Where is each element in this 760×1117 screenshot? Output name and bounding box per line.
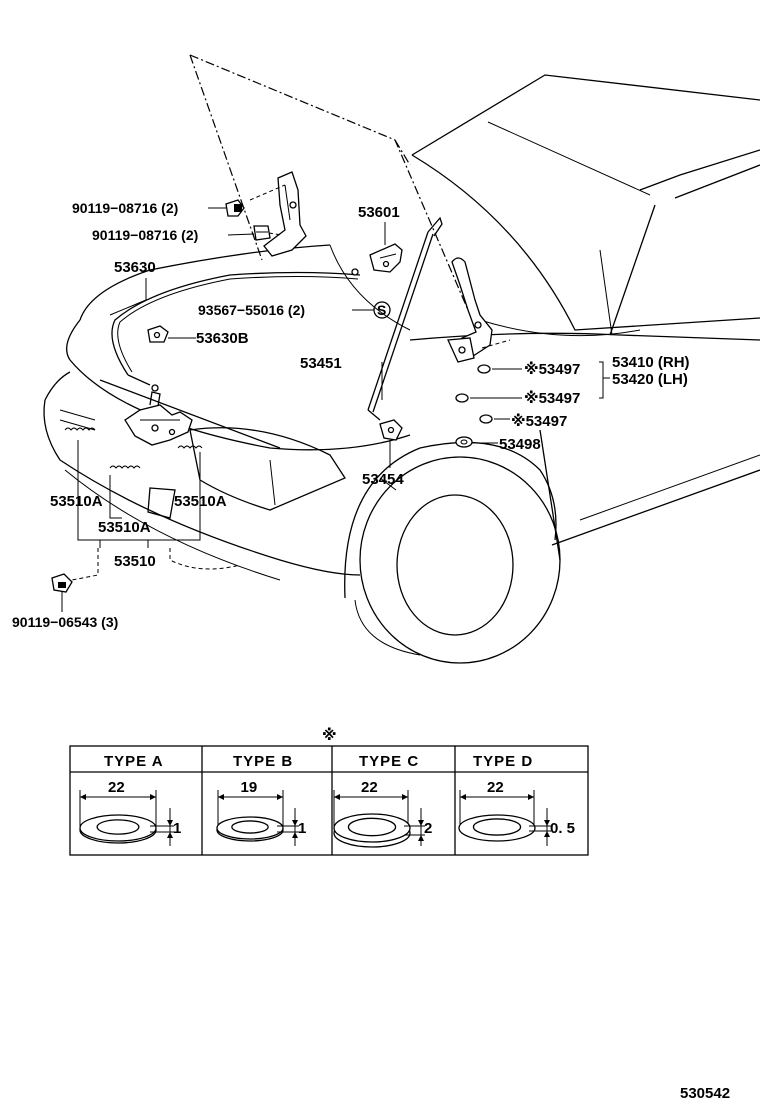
label-53451: 53451 bbox=[300, 355, 342, 372]
washer-type-d: TYPE D 22 0. 5 bbox=[458, 753, 575, 846]
part-labels: 90119−08716 (2) 90119−08716 (2) 53601 53… bbox=[12, 200, 690, 630]
label-hinge-rh: 53410 (RH) bbox=[612, 354, 690, 371]
washer-type-a: TYPE A 22 1 bbox=[79, 753, 181, 846]
thickness-value: 1 bbox=[173, 820, 181, 837]
type-header: TYPE C bbox=[359, 753, 419, 770]
diameter-value: 22 bbox=[108, 779, 125, 796]
hood-outline bbox=[189, 54, 469, 311]
s-clip-mark: S bbox=[377, 302, 386, 318]
diagram-code: 530542 bbox=[680, 1085, 730, 1102]
thickness-value: 2 bbox=[424, 820, 432, 837]
thickness-value: 0. 5 bbox=[550, 820, 575, 837]
hood-support-rod bbox=[367, 216, 443, 421]
springs-53510A bbox=[64, 427, 203, 469]
label-53630: 53630 bbox=[114, 259, 156, 276]
diameter-value: 22 bbox=[361, 779, 378, 796]
label-spring-left: 53510A bbox=[50, 493, 103, 510]
label-53454: 53454 bbox=[362, 471, 404, 488]
cable-clamp-53630B bbox=[147, 325, 169, 343]
label-washer-1: ※53497 bbox=[524, 360, 580, 378]
type-header: TYPE D bbox=[473, 753, 533, 770]
thickness-value: 1 bbox=[298, 820, 306, 837]
diameter-value: 22 bbox=[487, 779, 504, 796]
label-spring-right: 53510A bbox=[174, 493, 227, 510]
bolt-lock-icon bbox=[51, 573, 73, 593]
stay-holder-53454 bbox=[379, 419, 403, 441]
leader-lines bbox=[61, 207, 610, 612]
bolt-upper-icon bbox=[225, 199, 245, 217]
hood-lock-striker bbox=[369, 243, 403, 273]
label-53630B: 53630B bbox=[196, 330, 249, 347]
bolt-lower-icon bbox=[253, 225, 271, 241]
washer-type-table bbox=[69, 745, 589, 856]
label-53498: 53498 bbox=[499, 436, 541, 453]
label-washer-3: ※53497 bbox=[511, 412, 567, 430]
label-spring-mid: 53510A bbox=[98, 519, 151, 536]
release-cable bbox=[111, 268, 361, 392]
label-hinge-lh: 53420 (LH) bbox=[612, 371, 688, 388]
type-header: TYPE B bbox=[233, 753, 293, 770]
washer-type-b: TYPE B 19 1 bbox=[216, 753, 306, 846]
hood-lock-assembly bbox=[124, 391, 193, 446]
label-washer-2: ※53497 bbox=[524, 389, 580, 407]
label-53601: 53601 bbox=[358, 204, 400, 221]
table-mark: ※ bbox=[322, 726, 337, 744]
s-clip-icon: S bbox=[373, 301, 391, 319]
right-hinge-washers-icon bbox=[455, 364, 493, 448]
label-bolt-upper: 90119−08716 (2) bbox=[72, 200, 178, 216]
label-clip-screw: 93567−55016 (2) bbox=[198, 302, 305, 318]
left-hood-hinge bbox=[249, 171, 307, 257]
diameter-value: 19 bbox=[241, 779, 258, 796]
type-header: TYPE A bbox=[104, 753, 164, 770]
label-bolt-lock: 90119−06543 (3) bbox=[12, 614, 118, 630]
right-hood-hinge bbox=[447, 257, 511, 363]
label-lock-assy: 53510 bbox=[114, 553, 156, 570]
label-bolt-lower: 90119−08716 (2) bbox=[92, 227, 198, 243]
